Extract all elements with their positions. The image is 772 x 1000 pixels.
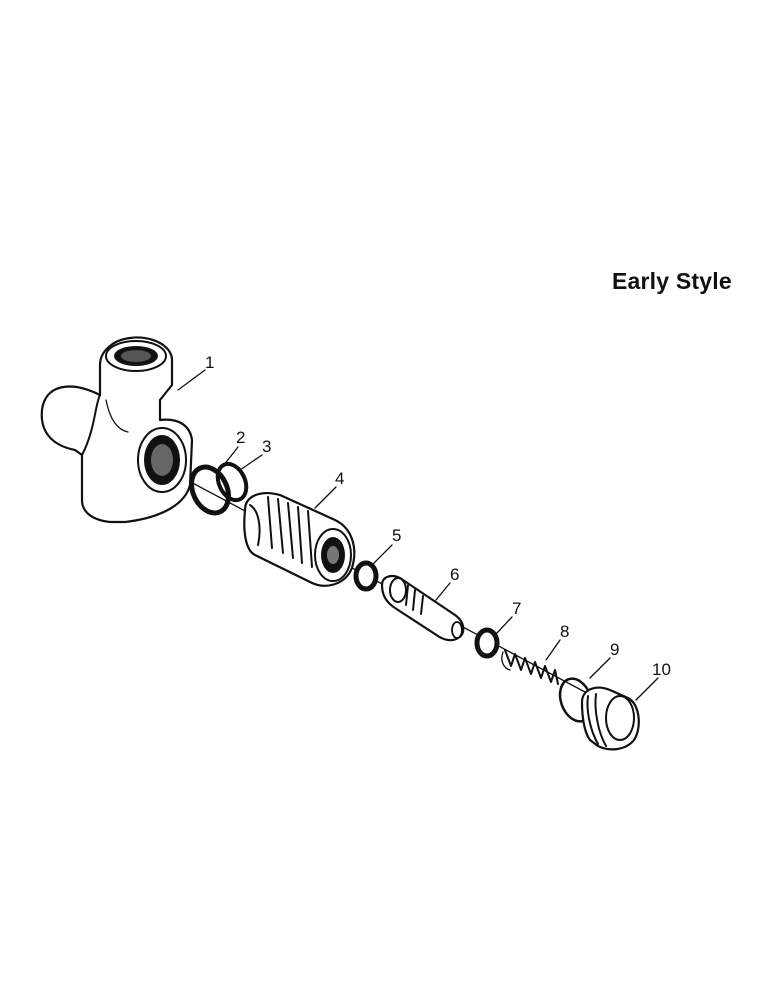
part-2-o-ring bbox=[189, 464, 231, 516]
part-10-plug bbox=[580, 686, 640, 751]
callout-10: 10 bbox=[652, 660, 671, 679]
part-5-seal bbox=[353, 560, 379, 592]
callout-8: 8 bbox=[560, 622, 569, 641]
callout-2: 2 bbox=[236, 428, 245, 447]
callout-9: 9 bbox=[610, 640, 619, 659]
part-1-valve-body bbox=[40, 336, 194, 524]
callout-6: 6 bbox=[450, 565, 459, 584]
part-7-washer bbox=[474, 627, 500, 659]
callout-4: 4 bbox=[335, 469, 344, 488]
part-6-poppet bbox=[380, 574, 465, 642]
callout-3: 3 bbox=[262, 437, 271, 456]
callout-7: 7 bbox=[512, 599, 521, 618]
callout-1: 1 bbox=[205, 353, 214, 372]
leader-lines bbox=[177, 369, 659, 701]
callout-5: 5 bbox=[392, 526, 401, 545]
page-title: Early Style bbox=[612, 268, 732, 294]
part-4-cartridge-body bbox=[243, 492, 356, 587]
part-8-spring bbox=[501, 649, 559, 685]
